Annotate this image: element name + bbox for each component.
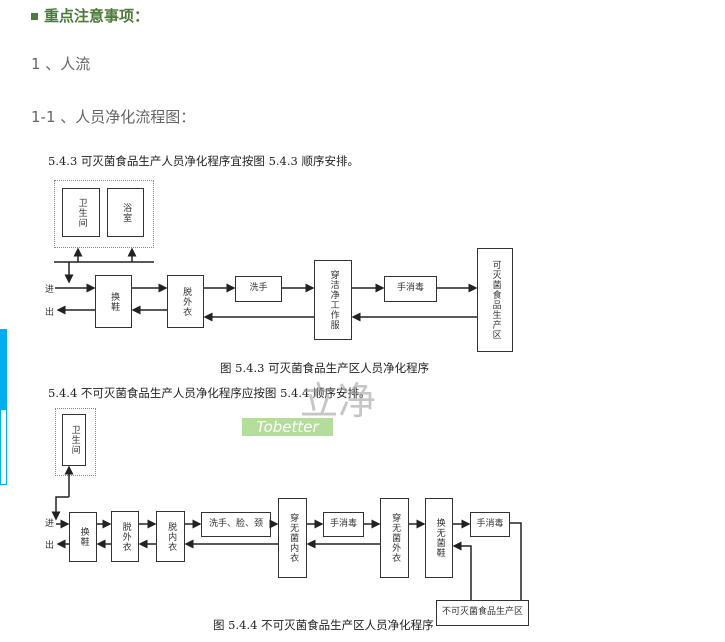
box-change-shoes: 换鞋	[69, 512, 97, 562]
diagram1-title: 5.4.3 可灭菌食品生产人员净化程序宜按图 5.4.3 顺序安排。	[48, 154, 359, 168]
bullet-square-icon	[31, 13, 38, 20]
box-remove-underwear: 脱内衣	[156, 511, 185, 562]
box-clean-suit: 穿洁净工作服	[314, 260, 352, 340]
side-tab[interactable]	[0, 329, 7, 485]
label-in: 进	[45, 285, 55, 295]
watermark-logo-en: Tobetter	[242, 418, 333, 436]
box-hand-disinfect-1: 手消毒	[323, 512, 364, 537]
label-out: 出	[45, 308, 55, 318]
box-production-zone: 可灭菌食品生产区	[477, 248, 513, 352]
diagram2-title: 5.4.4 不可灭菌食品生产人员净化程序应按图 5.4.4 顺序安排。	[48, 386, 371, 400]
box-wash-hands: 洗手	[235, 276, 282, 302]
section-1-1: 1-1 、人员净化流程图：	[31, 108, 196, 126]
watermark-logo-cn: 立净	[300, 379, 377, 423]
box-production-zone: 不可灭菌食品生产区	[436, 600, 529, 626]
box-sterile-coat: 穿无菌外衣	[380, 498, 409, 578]
box-remove-coat: 脱外衣	[167, 275, 204, 328]
heading-text: 重点注意事项：	[44, 7, 150, 25]
label-out: 出	[45, 541, 55, 551]
box-wash-face: 洗手、脸、颈	[201, 512, 271, 537]
box-change-shoes: 换鞋	[95, 275, 132, 328]
diagram1-caption: 图 5.4.3 可灭菌食品生产区人员净化程序	[220, 361, 430, 375]
box-bath: 浴室	[107, 188, 144, 237]
box-hand-disinfect: 手消毒	[384, 276, 437, 302]
box-toilet: 卫生间	[62, 414, 86, 466]
sanitary-group	[55, 408, 96, 476]
box-sterile-underwear: 穿无菌内衣	[278, 498, 307, 578]
section-1: 1 、人流	[31, 55, 91, 73]
box-remove-coat: 脱外衣	[111, 511, 139, 562]
diagram2-caption: 图 5.4.4 不可灭菌食品生产区人员净化程序	[213, 618, 434, 632]
box-hand-disinfect-2: 手消毒	[470, 512, 510, 537]
label-in: 进	[45, 519, 55, 529]
box-sterile-shoes: 换无菌鞋	[425, 498, 453, 578]
sanitary-group	[54, 180, 154, 248]
box-toilet: 卫生间	[62, 188, 100, 237]
section-heading: 重点注意事项：	[31, 5, 149, 26]
